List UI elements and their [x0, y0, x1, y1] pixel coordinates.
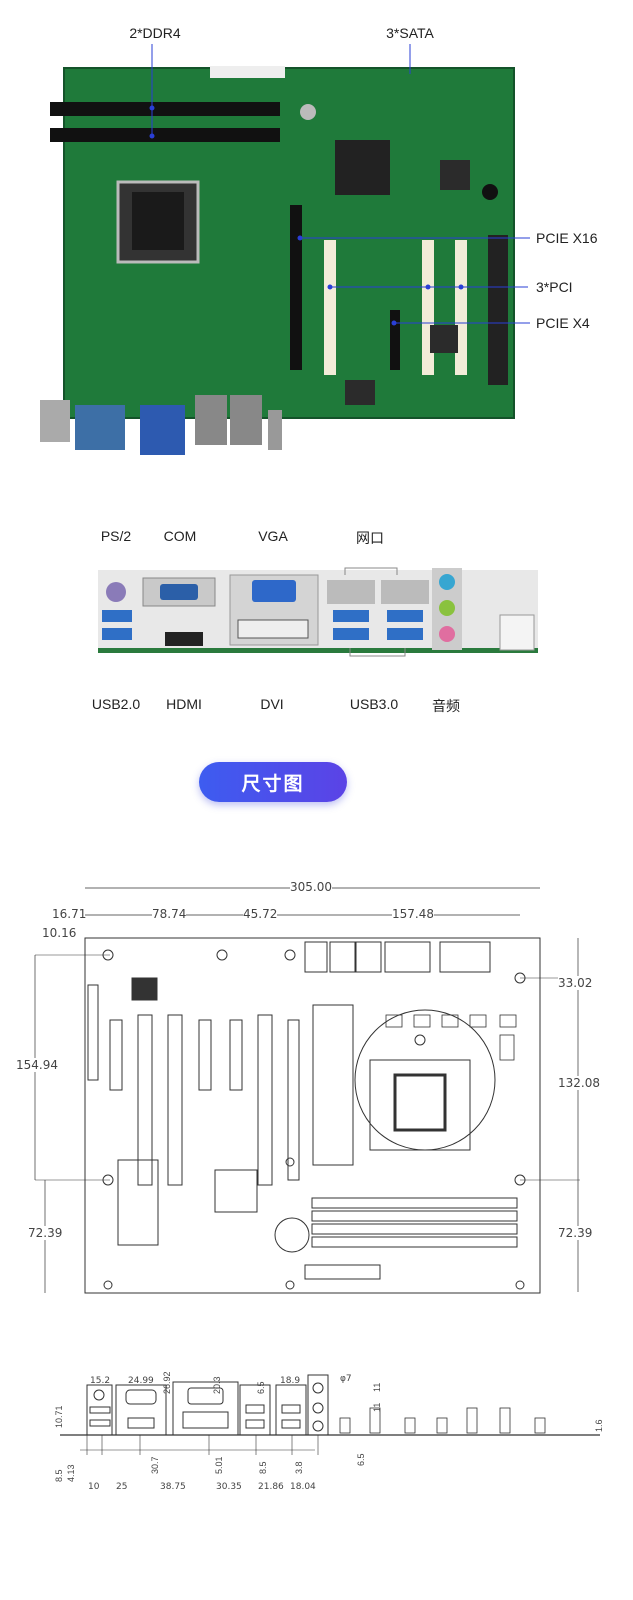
dim-10: 10 [88, 1482, 100, 1492]
label-hdmi: HDMI [166, 696, 202, 712]
label-dvi: DVI [260, 696, 284, 712]
label-com: COM [163, 528, 197, 544]
label-lan: 网口 [356, 530, 384, 546]
dim-157-48: 157.48 [392, 907, 434, 921]
dim-154-94: 154.94 [16, 1058, 58, 1072]
dim-5-01: 5.01 [214, 1456, 224, 1474]
label-pcie-x16: PCIE X16 [536, 230, 598, 246]
io-panel-section: PS/2 COM VGA 网口 USB2.0 HDMI DVI USB3.0 音… [0, 520, 633, 720]
dim-11-b: 11 [372, 1402, 382, 1412]
dim-18-04: 18.04 [290, 1482, 316, 1492]
dim-24-99: 24.99 [128, 1376, 154, 1386]
dim-right-72-39: 72.39 [558, 1226, 593, 1240]
dimension-drawing: 305.00 16.71 78.74 45.72 157.48 10.16 15… [0, 880, 633, 1300]
label-pcie-x4: PCIE X4 [536, 315, 590, 331]
dim-38-75: 38.75 [160, 1482, 186, 1492]
dim-3-8: 3.8 [294, 1461, 304, 1474]
dim-26-92: 26.92 [162, 1371, 172, 1394]
dim-1-6: 1.6 [594, 1419, 604, 1432]
dim-78-74: 78.74 [152, 907, 187, 921]
dim-30-7: 30.7 [150, 1456, 160, 1474]
dim-4-13: 4.13 [66, 1464, 76, 1482]
dim-6-5-side: 6.5 [356, 1453, 366, 1466]
dim-21-86: 21.86 [258, 1482, 284, 1492]
dim-10-71: 10.71 [54, 1405, 64, 1428]
dim-10-16: 10.16 [42, 926, 77, 940]
label-pci: 3*PCI [536, 279, 573, 295]
dimension-diagram-button: 尺寸图 [199, 762, 347, 802]
label-ps2: PS/2 [100, 528, 132, 544]
dim-33-02: 33.02 [558, 976, 593, 990]
io-panel-illustration [98, 567, 538, 657]
dim-45-72: 45.72 [243, 907, 278, 921]
rear-io-drawing: 15.2 24.99 26.92 20.3 6.5 18.9 φ7 10.71 … [0, 1370, 633, 1520]
motherboard-illustration [40, 44, 530, 455]
dim-15-2: 15.2 [90, 1376, 111, 1386]
label-ddr4: 2*DDR4 [129, 25, 181, 41]
dim-phi7: φ7 [340, 1374, 352, 1384]
label-audio: 音频 [432, 698, 460, 714]
dim-8-5-b: 8.5 [258, 1461, 268, 1474]
dim-8-5: 8.5 [54, 1469, 64, 1482]
dim-11-a: 11 [372, 1382, 382, 1392]
dim-132-08: 132.08 [558, 1076, 600, 1090]
label-usb3: USB3.0 [349, 696, 399, 712]
dim-25: 25 [116, 1482, 128, 1492]
label-sata: 3*SATA [386, 25, 434, 41]
board-photo-section: 2*DDR4 3*SATA PCIE X16 3*PCI PCIE X4 [0, 0, 633, 470]
board-outline-drawing [34, 887, 580, 1294]
dim-left-72-39: 72.39 [28, 1226, 63, 1240]
dim-30-35: 30.35 [216, 1482, 242, 1492]
dim-6-5-top: 6.5 [256, 1381, 266, 1394]
dim-20-3: 20.3 [212, 1376, 222, 1394]
dim-18-9: 18.9 [280, 1376, 301, 1386]
dim-16-71: 16.71 [52, 907, 87, 921]
label-vga: VGA [258, 528, 288, 544]
label-usb2: USB2.0 [91, 696, 141, 712]
rear-io-outline [60, 1374, 600, 1455]
dim-305: 305.00 [290, 880, 332, 894]
